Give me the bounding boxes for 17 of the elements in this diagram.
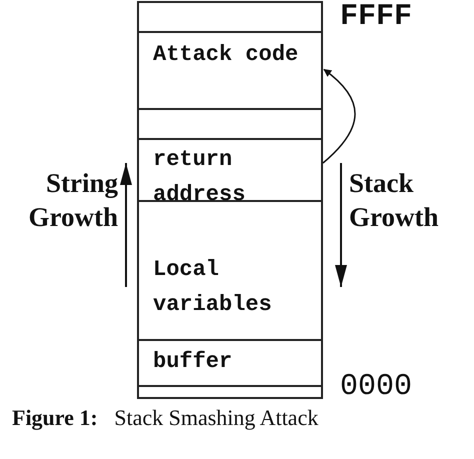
stack-cell	[137, 31, 323, 110]
stack-cell	[137, 339, 323, 387]
direction-label: String Growth	[27, 167, 118, 234]
address-label: FFFF	[340, 0, 414, 34]
cell-text: buffer	[153, 348, 234, 376]
figure-caption: Figure 1: Stack Smashing Attack	[12, 405, 318, 431]
address-label: 0000	[340, 370, 414, 404]
empty-stack-cell	[137, 108, 323, 140]
stack-cell	[137, 138, 323, 202]
cell-text: Local variables	[153, 256, 273, 319]
empty-stack-cell	[137, 1, 323, 33]
cell-text: Attack code	[153, 41, 300, 69]
empty-stack-cell	[137, 385, 323, 399]
cell-text: return address	[153, 146, 246, 209]
direction-label: Stack Growth	[349, 167, 440, 234]
stack-cell	[137, 200, 323, 341]
arrow	[322, 68, 356, 164]
